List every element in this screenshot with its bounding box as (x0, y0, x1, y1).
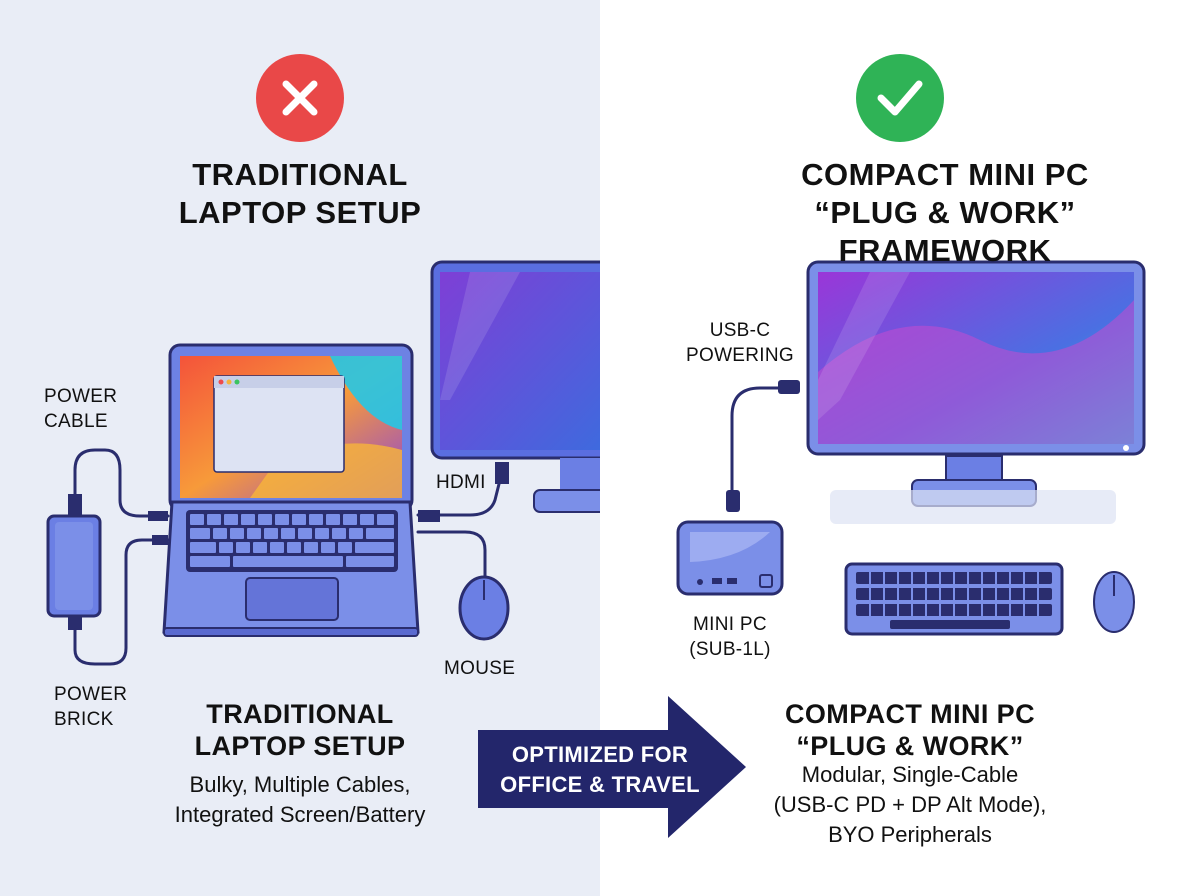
left-caption-title-line-1: TRADITIONAL (206, 699, 394, 729)
mini-pc-label: MINI PC (SUB-1L) (660, 612, 800, 662)
left-caption-title-line-2: LAPTOP SETUP (194, 731, 406, 761)
usb-c-plug-pc (726, 490, 740, 512)
hdmi-plug (418, 510, 440, 522)
usb-c-label-line-1: USB-C (709, 320, 771, 341)
mini-pc-label-line-1: MINI PC (693, 614, 767, 635)
right-caption-title-line-2: “PLUG & WORK” (796, 731, 1024, 761)
power-brick (46, 494, 102, 630)
left-caption-title: TRADITIONAL LAPTOP SETUP (150, 698, 450, 762)
laptop-usb-port (152, 535, 168, 545)
left-external-monitor (430, 260, 634, 513)
bad-x-badge (256, 54, 344, 142)
right-caption-desc-line-1: Modular, Single-Cable (801, 762, 1019, 787)
laptop-cables (73, 448, 502, 666)
power-cable-label-line-2: CABLE (44, 411, 108, 432)
left-caption-desc-line-2: Integrated Screen/Battery (174, 802, 426, 827)
usb-c-label-line-2: POWERING (686, 345, 794, 366)
hdmi-label-text: HDMI (436, 472, 486, 493)
left-mouse (458, 575, 510, 641)
right-title: COMPACT MINI PC “PLUG & WORK” FRAMEWORK (710, 156, 1180, 270)
power-brick-label-line-2: BRICK (54, 709, 114, 730)
power-brick-label-line-1: POWER (54, 684, 128, 705)
check-icon (877, 80, 923, 116)
left-title-line-2: LAPTOP SETUP (178, 195, 422, 230)
mouse-label-text: MOUSE (444, 658, 516, 679)
mini-pc-label-line-2: (SUB-1L) (689, 639, 771, 660)
power-cable-label: POWER CABLE (44, 384, 154, 434)
usb-c-plug-monitor (778, 380, 800, 394)
left-title-line-1: TRADITIONAL (192, 157, 408, 192)
laptop (162, 343, 420, 637)
right-keyboard (844, 562, 1064, 636)
power-brick-label: POWER BRICK (54, 682, 164, 732)
right-caption-desc: Modular, Single-Cable (USB-C PD + DP Alt… (740, 760, 1080, 850)
arrow-label-line-2: OFFICE & TRAVEL (500, 772, 700, 797)
power-cable-label-line-1: POWER (44, 386, 118, 407)
good-check-badge (856, 54, 944, 142)
right-mouse (1093, 571, 1135, 633)
right-caption-title: COMPACT MINI PC “PLUG & WORK” (740, 698, 1080, 762)
mouse-label: MOUSE (444, 656, 544, 681)
right-caption-title-line-1: COMPACT MINI PC (785, 699, 1035, 729)
hdmi-label: HDMI (436, 470, 516, 495)
laptop-power-port (148, 511, 168, 521)
left-caption-desc-line-1: Bulky, Multiple Cables, (189, 772, 411, 797)
usb-c-label: USB-C POWERING (660, 318, 820, 368)
right-title-line-1: COMPACT MINI PC (801, 157, 1089, 192)
arrow-label-line-1: OPTIMIZED FOR (511, 742, 689, 767)
right-title-line-2: “PLUG & WORK” FRAMEWORK (814, 195, 1076, 268)
left-caption-desc: Bulky, Multiple Cables, Integrated Scree… (130, 770, 470, 830)
right-monitor (806, 260, 1146, 524)
x-icon (282, 80, 318, 116)
left-title: TRADITIONAL LAPTOP SETUP (100, 156, 500, 232)
right-caption-desc-line-3: BYO Peripherals (828, 822, 992, 847)
right-caption-desc-line-2: (USB-C PD + DP Alt Mode), (773, 792, 1047, 817)
arrow-label: OPTIMIZED FOR OFFICE & TRAVEL (484, 740, 716, 800)
hdmi-monitor-plug (495, 462, 509, 484)
usb-c-cable (730, 386, 796, 490)
optimization-arrow (478, 696, 746, 838)
mini-pc (676, 520, 784, 596)
